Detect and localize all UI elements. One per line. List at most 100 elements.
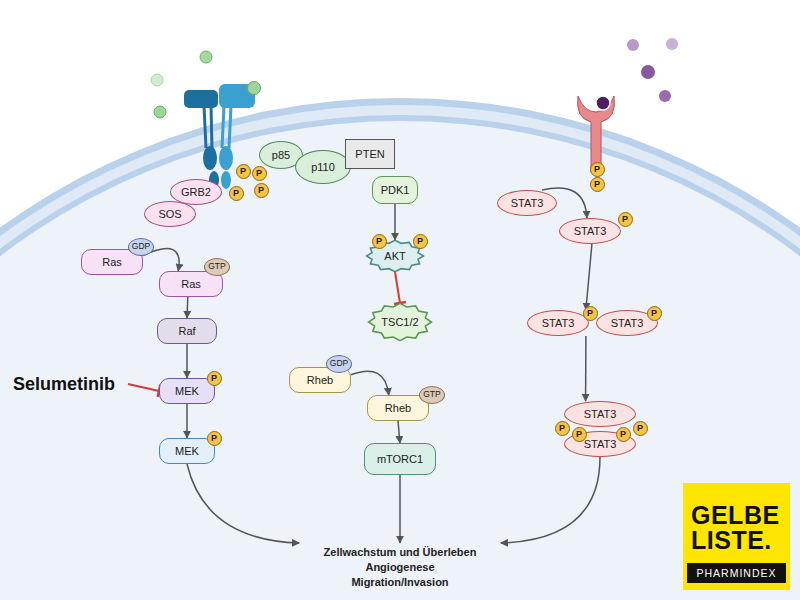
cytokine-receptor <box>578 96 615 172</box>
receptor-left <box>151 51 261 189</box>
node-label: P <box>240 166 246 176</box>
activation-arrow <box>351 371 389 395</box>
node-label: Zellwachstum und Überleben <box>324 545 477 560</box>
ligand <box>666 38 678 50</box>
node-label: MEK <box>175 445 199 458</box>
node-label: STAT3 <box>574 225 607 238</box>
cytoplasm <box>0 121 800 600</box>
node-label: P <box>651 308 657 318</box>
node-label: STAT3 <box>584 438 617 451</box>
activation-arrow <box>501 457 600 543</box>
node-label: Angiogenese <box>365 560 434 575</box>
ligand <box>659 90 671 102</box>
node-label: Rheb <box>385 402 411 415</box>
logo-text: PHARMINDEX <box>696 567 776 579</box>
receptor-helix <box>222 106 224 148</box>
node-label: P <box>637 423 643 433</box>
node-label: P <box>587 308 593 318</box>
activation-arrow <box>186 297 188 318</box>
node-label: GTP <box>208 262 225 272</box>
node-label: P <box>258 185 264 195</box>
node-label: STAT3 <box>584 408 617 421</box>
ligand <box>641 65 655 79</box>
node-label: Ras <box>102 256 122 269</box>
phosphate-badge: P <box>229 186 244 201</box>
node-label: TSC1/2 <box>381 316 418 329</box>
ligand <box>154 106 166 118</box>
phosphate-badge: P <box>590 162 605 177</box>
activation-arrow <box>398 421 400 443</box>
node-label: MEK <box>175 385 199 398</box>
phosphate-badge: P <box>633 421 648 436</box>
text-node: Zellwachstum und ÜberlebenAngiogeneseMig… <box>280 543 520 591</box>
membrane-middle <box>0 105 800 600</box>
node-label: P <box>576 429 582 439</box>
logo-text: LISTE. <box>691 528 772 553</box>
node-label: P <box>417 236 423 246</box>
ligand <box>151 74 163 86</box>
protein-box: RhebGDP <box>289 367 351 393</box>
phosphate-badge: P <box>236 164 251 179</box>
nucleotide-badge: GTP <box>419 386 445 404</box>
protein-ellipse: STAT3P <box>527 310 589 336</box>
receptor-tail <box>221 171 231 189</box>
node-label: P <box>376 236 382 246</box>
node-label: p110 <box>311 161 335 174</box>
receptor-domain <box>184 90 218 108</box>
node-label: P <box>620 429 626 439</box>
activation-arrow <box>186 344 188 378</box>
node-label: P <box>594 179 600 189</box>
node-label: GTP <box>423 390 440 400</box>
receptor-helix <box>211 106 212 148</box>
phosphate-badge: P <box>647 306 662 321</box>
protein-box: Raf <box>157 318 217 344</box>
receptor-kinase <box>219 146 233 170</box>
ligand <box>248 82 261 95</box>
node-label: P <box>211 373 217 383</box>
node-label: STAT3 <box>611 317 644 330</box>
node-label: Rheb <box>307 374 333 387</box>
activation-arrow <box>186 404 188 438</box>
logo-strip: PHARMINDEX <box>687 563 786 583</box>
phosphate-badge: P <box>616 427 631 442</box>
node-label: P <box>559 423 565 433</box>
protein-ellipse: STAT3 P <box>596 310 658 336</box>
phosphate-badge: P <box>252 166 267 181</box>
receptor-right <box>578 38 678 172</box>
receptor-helix <box>229 106 231 148</box>
phosphate-badge: P <box>254 183 269 198</box>
activation-arrow <box>399 475 401 543</box>
protein-box: mTORC1 <box>364 443 436 475</box>
phosphate-badge: P <box>207 371 222 386</box>
nucleotide-badge: GTP <box>204 258 230 276</box>
protein-box: MEKP <box>159 438 215 464</box>
star-outline <box>369 303 432 340</box>
nucleotide-badge: GDP <box>128 238 154 256</box>
node-label: p85 <box>272 149 290 162</box>
protein-box: RhebGTP <box>367 395 429 421</box>
phosphate-badge: P <box>372 234 387 249</box>
activation-arrow <box>586 244 592 310</box>
inhibition-line <box>395 272 400 303</box>
node-label: Raf <box>178 325 195 338</box>
node-label: Ras <box>181 278 201 291</box>
node-label: STAT3 <box>542 317 575 330</box>
node-label: Migration/Invasion <box>351 575 448 590</box>
membrane-inner <box>0 115 800 600</box>
activation-arrow <box>187 464 299 543</box>
protein-ellipse: SOS <box>144 201 196 227</box>
phosphate-badge: P <box>572 427 587 442</box>
text-node: Selumetinib <box>0 372 128 396</box>
protein-box: PDK1 <box>372 176 418 204</box>
phosphate-badge: P <box>207 431 222 446</box>
protein-box: RasGDP <box>81 249 143 275</box>
node-label: mTORC1 <box>377 453 423 466</box>
phosphate-badge: P <box>618 212 633 227</box>
node-label: P <box>211 433 217 443</box>
node-label: P <box>233 188 239 198</box>
protein-rect: PTEN <box>345 139 395 169</box>
node-label: Selumetinib <box>13 374 115 395</box>
node-label: GDP <box>132 242 150 252</box>
